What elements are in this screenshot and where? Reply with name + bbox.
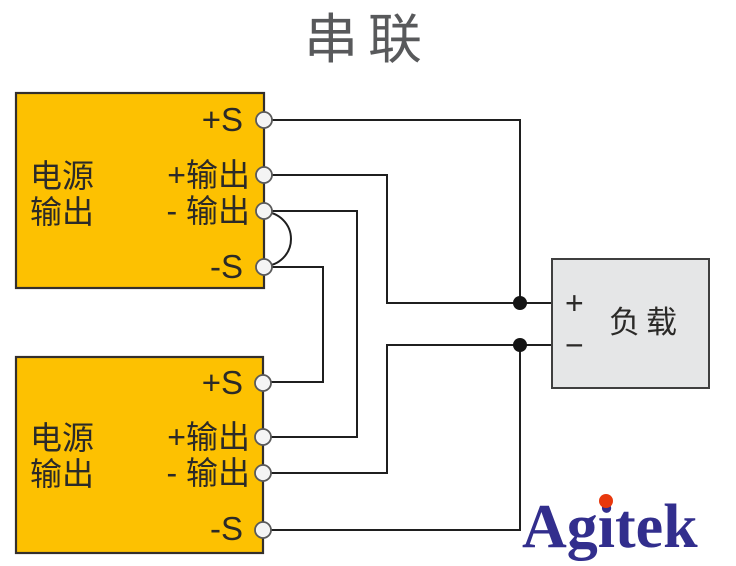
supply2-plus-output-label: +输出 bbox=[167, 419, 250, 455]
supply2-terminals bbox=[254, 374, 272, 539]
supply2-box: 电源 输出 +S +输出 - 输出 -S bbox=[14, 355, 265, 555]
wire-supply1-sense-jumper-arc bbox=[263, 211, 292, 267]
supply2-minus-output-label: - 输出 bbox=[166, 455, 250, 491]
logo-i-dot bbox=[599, 494, 613, 508]
supply1-terminals bbox=[255, 111, 273, 276]
load-rect bbox=[551, 258, 710, 389]
supply2-name-line2: 输出 bbox=[30, 456, 94, 492]
supply1-box: 电源 输出 +S +输出 - 输出 -S bbox=[14, 91, 266, 290]
wire-supply1-plus-sense-to-load-plus bbox=[272, 119, 521, 303]
supply2-minus-sense-terminal bbox=[254, 521, 272, 539]
minus-node-junction-dot bbox=[513, 338, 527, 352]
supply1-plus-sense-terminal bbox=[255, 111, 273, 129]
supply2-rect bbox=[14, 355, 265, 555]
logo: Agitek bbox=[522, 493, 698, 561]
supply1-name-line2: 输出 bbox=[30, 194, 94, 230]
supply1-rect bbox=[14, 91, 266, 290]
supply1-minus-output-terminal bbox=[255, 202, 273, 220]
wire-supply1-minus-output-to-supply2-plus-output bbox=[271, 210, 358, 438]
supply2-plus-sense-terminal bbox=[254, 374, 272, 392]
supply2-minus-sense-label: -S bbox=[210, 510, 243, 547]
supply1-plus-output-label: +输出 bbox=[167, 157, 250, 193]
supply1-minus-sense-terminal bbox=[255, 258, 273, 276]
junction-dots bbox=[513, 296, 527, 352]
diagram-title: 串联 bbox=[304, 10, 432, 70]
supply1-name-line1: 电源 bbox=[30, 158, 94, 194]
supply1-plus-output-terminal bbox=[255, 166, 273, 184]
wire-supply1-plus-output-to-load-plus bbox=[272, 174, 552, 304]
wires bbox=[263, 119, 552, 531]
supply1-minus-output-label: - 输出 bbox=[166, 193, 250, 229]
supply2-minus-output-terminal bbox=[254, 464, 272, 482]
supply2-plus-sense-label: +S bbox=[202, 364, 243, 401]
supply2-plus-output-terminal bbox=[254, 428, 272, 446]
wire-supply1-minus-sense-to-supply2-plus-sense bbox=[271, 266, 324, 383]
plus-node-junction-dot bbox=[513, 296, 527, 310]
wire-supply2-minus-output-to-load-minus bbox=[271, 344, 552, 474]
load-minus-sign: − bbox=[565, 327, 584, 363]
load-plus-sign: + bbox=[565, 285, 584, 321]
load-label: 负载 bbox=[609, 305, 683, 340]
wire-supply2-minus-sense-to-load-minus bbox=[271, 345, 521, 531]
supply1-plus-sense-label: +S bbox=[202, 101, 243, 138]
supply2-name-line1: 电源 bbox=[30, 420, 94, 456]
load-box: + − 负载 bbox=[551, 258, 710, 389]
supply1-minus-sense-label: -S bbox=[210, 248, 243, 285]
